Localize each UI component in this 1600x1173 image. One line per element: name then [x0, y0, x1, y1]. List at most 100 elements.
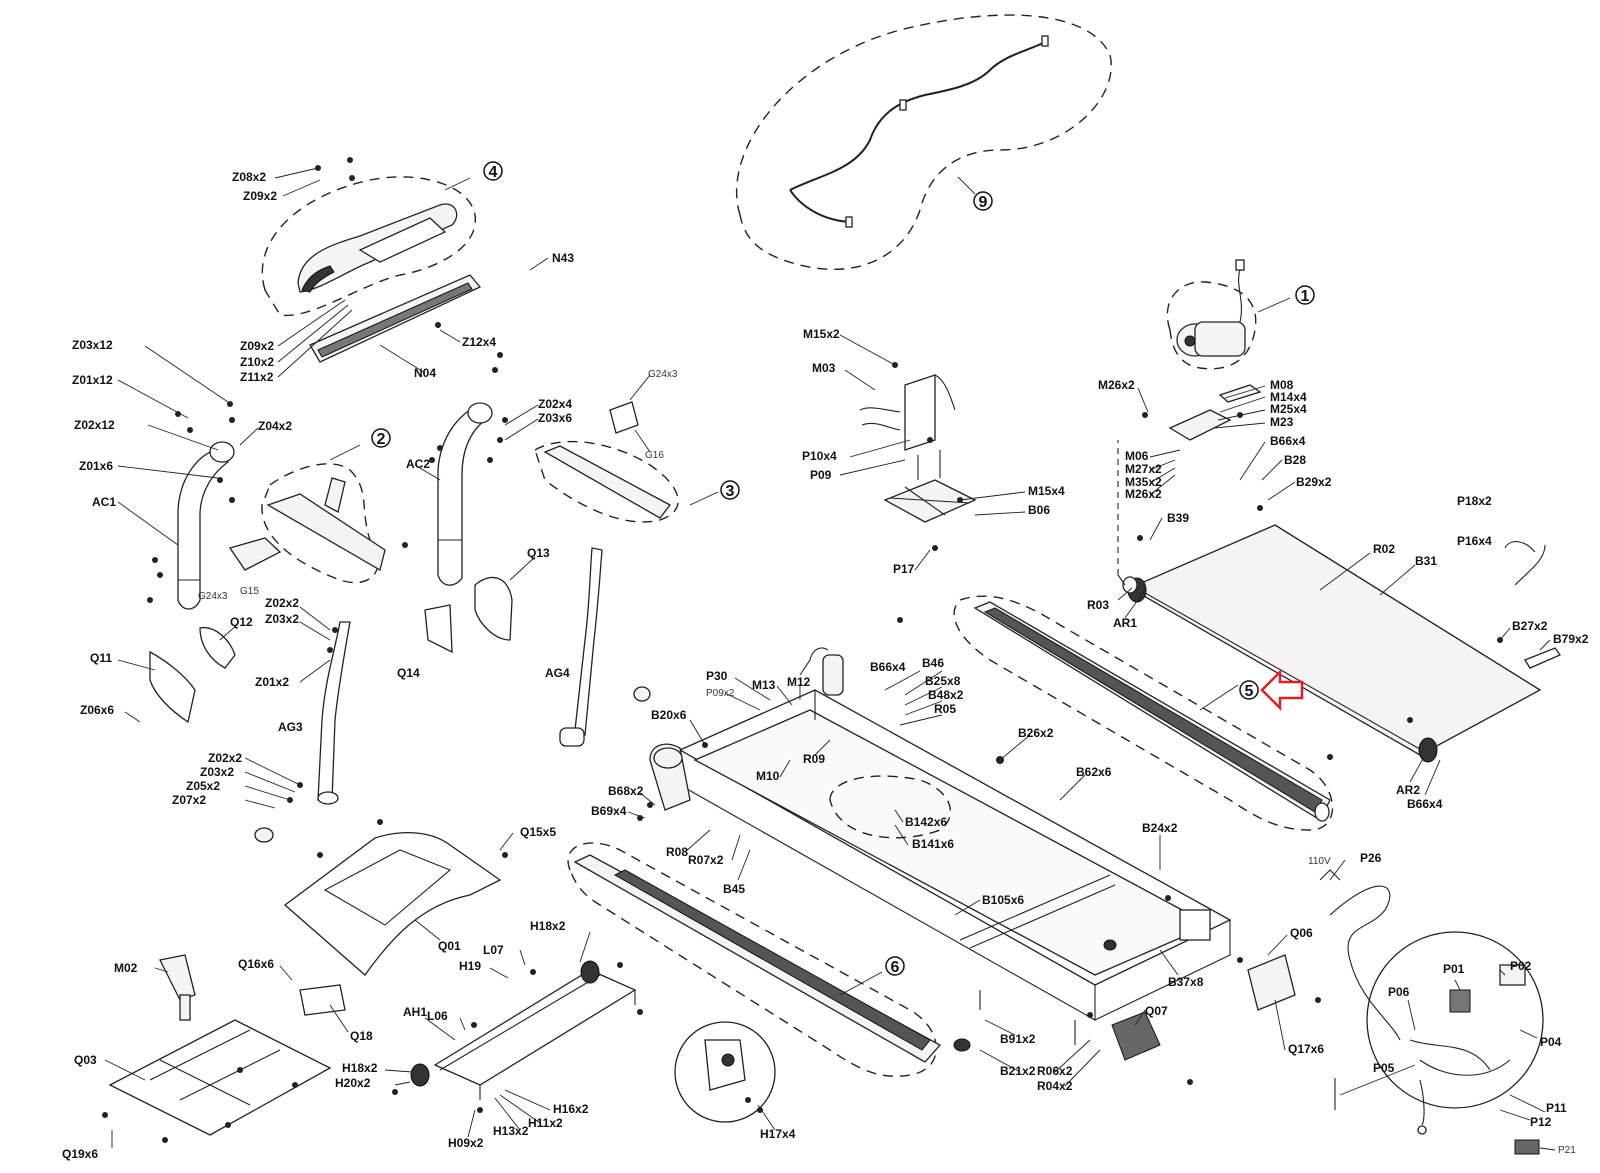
label-z09x2-top: Z09x2 [243, 189, 277, 203]
label-m26x2: M26x2 [1098, 378, 1135, 392]
label-z11x2: Z11x2 [240, 370, 274, 384]
label-b45: B45 [723, 882, 745, 896]
wire-harness-group-9: 9 [735, 14, 1112, 270]
label-p04: P04 [1540, 1035, 1562, 1049]
label-p26: P26 [1360, 851, 1382, 865]
group-3-marker [720, 480, 740, 500]
label-p06: P06 [1388, 985, 1410, 999]
left-side-rail-group-6: 6 [567, 842, 942, 1077]
label-q03: Q03 [74, 1053, 97, 1067]
label-h18x2-b: H18x2 [342, 1061, 378, 1075]
label-h17x4: H17x4 [760, 1127, 796, 1141]
label-q01: Q01 [438, 939, 461, 953]
label-p09x2: P09x2 [706, 688, 735, 699]
label-h18x2: H18x2 [530, 919, 566, 933]
label-m14x4: M14x4 [1270, 390, 1307, 404]
label-b68x2: B68x2 [608, 784, 644, 798]
label-b28: B28 [1284, 453, 1306, 467]
label-b69x4: B69x4 [591, 804, 627, 818]
label-q11: Q11 [90, 651, 112, 665]
label-p05: P05 [1373, 1061, 1395, 1075]
label-m12: M12 [787, 675, 811, 689]
label-z05x2: Z05x2 [186, 779, 220, 793]
label-m25x4: M25x4 [1270, 402, 1307, 416]
label-m02: M02 [114, 961, 138, 975]
label-z03x2-a: Z03x2 [265, 612, 299, 626]
label-r06x2: R06x2 [1037, 1064, 1073, 1078]
label-h20x2: H20x2 [335, 1076, 371, 1090]
label-ar2: AR2 [1396, 783, 1420, 797]
label-110v: 110V [1308, 856, 1331, 867]
motor-cover-base-q03 [108, 954, 346, 1136]
label-p21: P21 [1558, 1145, 1576, 1156]
label-g16: G16 [645, 450, 664, 461]
label-q12: Q12 [230, 615, 253, 629]
label-ac1: AC1 [92, 495, 116, 509]
label-p12: P12 [1530, 1115, 1552, 1129]
label-q18: Q18 [350, 1029, 373, 1043]
label-z02x4: Z02x4 [538, 397, 572, 411]
label-z02x2-b: Z02x2 [208, 751, 242, 765]
label-ar1: AR1 [1113, 616, 1137, 630]
uprights [177, 402, 651, 843]
label-r04x2: R04x2 [1037, 1079, 1073, 1093]
label-h11x2: H11x2 [528, 1116, 563, 1130]
label-p02: P02 [1510, 959, 1532, 973]
label-q13: Q13 [527, 546, 550, 560]
label-z02x12: Z02x12 [74, 418, 115, 432]
fasteners [102, 157, 1503, 1143]
group-1-marker [1295, 285, 1315, 305]
leader-lines [104, 167, 1556, 1151]
label-z01x12: Z01x12 [72, 373, 113, 387]
group-4-marker [483, 161, 503, 181]
label-ac2: AC2 [406, 457, 430, 471]
group-6-marker [885, 956, 905, 976]
label-m08: M08 [1270, 378, 1294, 392]
label-p16x4: P16x4 [1457, 534, 1492, 548]
label-p09: P09 [810, 468, 832, 482]
highlight-arrow [1260, 668, 1304, 712]
label-b21x2: B21x2 [1000, 1064, 1036, 1078]
label-z07x2: Z07x2 [172, 793, 206, 807]
label-l06: L06 [427, 1009, 448, 1023]
label-r05: R05 [934, 702, 956, 716]
label-b25x8: B25x8 [925, 674, 961, 688]
label-z09x2: Z09x2 [240, 339, 274, 353]
label-b39: B39 [1167, 511, 1189, 525]
label-p11: P11 [1546, 1101, 1567, 1115]
label-h16x2: H16x2 [553, 1102, 589, 1116]
label-b06: B06 [1028, 503, 1050, 517]
label-b29x2: B29x2 [1296, 475, 1332, 489]
label-m23: M23 [1270, 415, 1294, 429]
electronics [1111, 869, 1544, 1155]
label-z12x4: Z12x4 [462, 335, 496, 349]
label-p10x4: P10x4 [802, 449, 837, 463]
part-labels: Z08x2 Z09x2 N43 Z09x2 Z10x2 Z11x2 Z12x4 … [62, 170, 1589, 1161]
label-z08x2: Z08x2 [232, 170, 266, 184]
label-b66x4-top: B66x4 [1270, 434, 1306, 448]
label-m13: M13 [752, 678, 776, 692]
group-2-number: 2 [377, 431, 386, 448]
label-z02x2-a: Z02x2 [265, 596, 299, 610]
label-b91x2: B91x2 [1000, 1032, 1036, 1046]
label-m27x2: M27x2 [1125, 462, 1162, 476]
label-m10: M10 [756, 769, 780, 783]
label-r08: R08 [666, 845, 688, 859]
drive-motor-group-1: 1 [1166, 259, 1315, 441]
label-z03x12: Z03x12 [72, 338, 113, 352]
label-z04x2: Z04x2 [258, 419, 292, 433]
label-b79x2: B79x2 [1553, 632, 1589, 646]
group-5-marker [1239, 680, 1259, 700]
label-b105x6: B105x6 [982, 893, 1024, 907]
group-4-number: 4 [489, 164, 498, 181]
main-frame [649, 647, 1232, 1052]
label-m06: M06 [1125, 449, 1149, 463]
label-r03: R03 [1087, 598, 1109, 612]
label-r09: R09 [803, 752, 825, 766]
group-2-marker [371, 428, 391, 448]
label-q14: Q14 [397, 666, 420, 680]
label-g15: G15 [240, 586, 259, 597]
label-z03x2-b: Z03x2 [200, 765, 234, 779]
group-5-number: 5 [1245, 683, 1254, 700]
group-3-number: 3 [726, 483, 735, 500]
